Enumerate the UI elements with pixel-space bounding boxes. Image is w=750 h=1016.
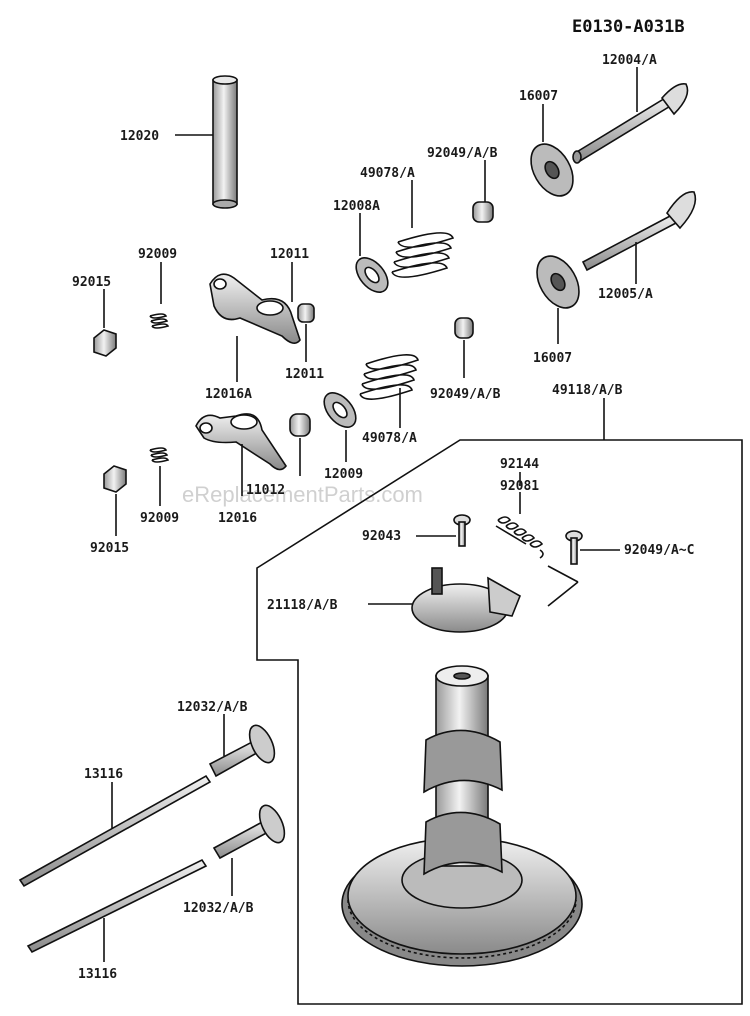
governor-spring-92081 — [495, 516, 544, 559]
spring-seat-16007-bottom — [536, 255, 580, 309]
push-rod-13116-top — [18, 774, 212, 888]
callout-16007-bottom: 16007 — [533, 351, 572, 366]
pin-92049-c — [565, 530, 583, 565]
callout-92043: 92043 — [362, 529, 401, 544]
keeper-92049-mid — [454, 317, 474, 339]
callout-12008: 12008A — [333, 199, 380, 214]
callout-92015-a: 92015 — [72, 275, 111, 290]
callout-21118: 21118/A/B — [267, 598, 338, 613]
callout-11012: 11012 — [246, 483, 285, 498]
pivot-11012 — [289, 413, 311, 437]
callout-92009-b: 92009 — [140, 511, 179, 526]
governor-21118 — [411, 565, 579, 633]
retainer-12009 — [323, 392, 357, 428]
spring-seat-16007-top — [530, 143, 574, 197]
callout-16007-top: 16007 — [519, 89, 558, 104]
spring-92009-top — [149, 313, 170, 329]
push-rod-12020 — [212, 75, 238, 209]
callout-13116-bottom: 13116 — [78, 967, 117, 982]
callout-92049-c: 92049/A~C — [624, 543, 694, 558]
retainer-12008a — [355, 257, 389, 293]
valve-12005 — [581, 191, 697, 272]
watermark: eReplacementParts.com — [182, 482, 423, 507]
callout-92049-top: 92049/A/B — [427, 146, 498, 161]
callout-92081: 92081 — [500, 479, 539, 494]
assembly-boundary — [256, 439, 743, 1005]
callout-12009: 12009 — [324, 467, 363, 482]
valve-spring-49078-bottom — [359, 354, 420, 400]
tappet-12032-bottom — [212, 804, 286, 860]
push-rod-13116-bottom — [26, 858, 208, 954]
callout-12005: 12005/A — [598, 287, 653, 302]
callout-49078-top: 49078/A — [360, 166, 415, 181]
nut-92015-bottom — [103, 465, 127, 493]
callout-12016: 12016 — [218, 511, 257, 526]
nut-92015-top — [93, 329, 117, 357]
camshaft-shaft — [423, 665, 503, 876]
pin-92043 — [453, 514, 471, 547]
callout-49118: 49118/A/B — [552, 383, 623, 398]
pivot-12011-top — [297, 303, 315, 323]
callout-12032-bottom: 12032/A/B — [183, 901, 254, 916]
callout-12011-a: 12011 — [270, 247, 309, 262]
spring-92009-bottom — [149, 447, 170, 463]
callout-92049-mid: 92049/A/B — [430, 387, 501, 402]
rocker-arm-12016a — [209, 273, 301, 344]
keeper-92049-top — [472, 201, 494, 223]
callout-12011-b: 12011 — [285, 367, 324, 382]
valve-spring-49078-top — [391, 232, 455, 278]
tappet-12032-top — [208, 724, 276, 778]
valve-12004 — [572, 82, 689, 164]
callout-92015-b: 92015 — [90, 541, 129, 556]
callout-13116-top: 13116 — [84, 767, 123, 782]
callout-12004: 12004/A — [602, 53, 657, 68]
callout-12020: 12020 — [120, 129, 159, 144]
callout-12016a: 12016A — [205, 387, 252, 402]
diagram-code: E0130-A031B — [572, 17, 685, 37]
rocker-arm-12016 — [195, 413, 287, 471]
callout-49078-bottom: 49078/A — [362, 431, 417, 446]
callout-12032-top: 12032/A/B — [177, 700, 248, 715]
callout-92009-a: 92009 — [138, 247, 177, 262]
callout-92144: 92144 — [500, 457, 539, 472]
